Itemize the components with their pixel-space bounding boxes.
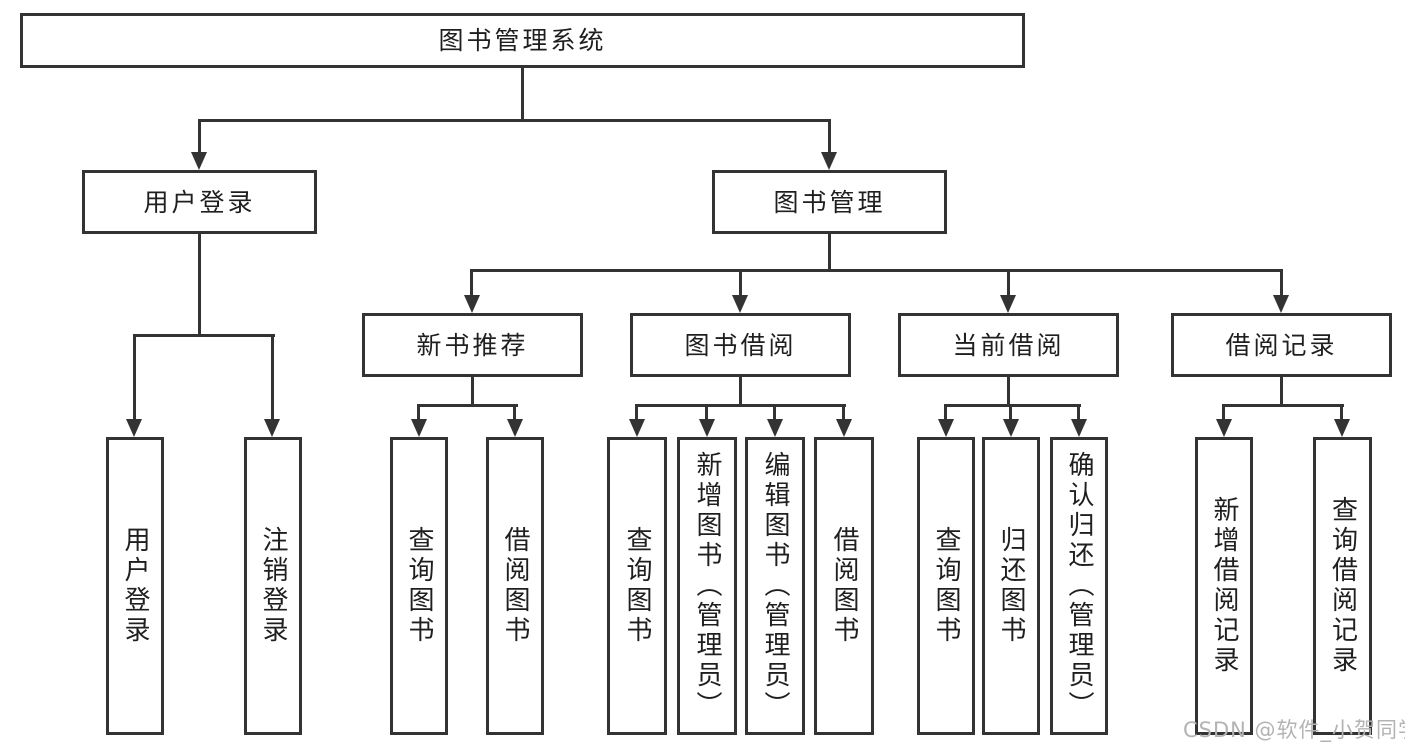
connector-line	[635, 404, 846, 407]
arrow-down-icon	[464, 295, 480, 313]
node-label: 当前借阅	[952, 330, 1065, 360]
connector-line	[739, 269, 742, 295]
node-book-management-label: 图书管理	[773, 187, 886, 217]
arrow-down-icon	[821, 152, 837, 170]
connector-line	[828, 119, 831, 152]
node-confirm-return-admin: 确认归还（管理员）	[1050, 437, 1108, 735]
node-return-books: 归还图书	[982, 437, 1040, 735]
arrow-down-icon	[732, 295, 748, 313]
node-add-books-admin: 新增图书（管理员）	[677, 437, 737, 735]
connector-line	[1340, 404, 1343, 419]
node-label: 编辑图书（管理员）	[760, 451, 790, 721]
node-borrow-books-borrowing: 借阅图书	[814, 437, 874, 735]
node-edit-books-admin: 编辑图书（管理员）	[745, 437, 805, 735]
connector-line	[705, 404, 708, 419]
connector-line	[773, 404, 776, 419]
arrow-down-icon	[126, 419, 142, 437]
node-query-books-recommend: 查询图书	[390, 437, 448, 735]
node-label: 借阅图书	[829, 526, 859, 646]
node-borrowing-records: 借阅记录	[1171, 313, 1392, 377]
arrow-down-icon	[191, 152, 207, 170]
connector-line	[470, 269, 1282, 272]
arrow-down-icon	[1071, 419, 1087, 437]
connector-line	[1222, 404, 1344, 407]
connector-line	[198, 119, 831, 122]
node-logout: 注销登录	[244, 437, 302, 735]
arrow-down-icon	[1216, 419, 1232, 437]
connector-line	[1077, 404, 1080, 419]
connector-line	[417, 404, 420, 419]
node-label: 查询图书	[404, 526, 434, 646]
watermark-text: CSDN @软件_小贺同学	[1183, 718, 1405, 742]
node-label: 查询图书	[931, 526, 961, 646]
node-label: 新增借阅记录	[1209, 496, 1239, 676]
connector-line	[271, 334, 274, 419]
node-book-management: 图书管理	[712, 170, 947, 234]
node-root: 图书管理系统	[20, 13, 1025, 68]
connector-line	[513, 404, 516, 419]
node-label: 新增图书（管理员）	[692, 451, 722, 721]
node-current-borrowing: 当前借阅	[898, 313, 1119, 377]
arrow-down-icon	[1003, 419, 1019, 437]
connector-line	[470, 269, 473, 295]
node-query-books-current: 查询图书	[917, 437, 975, 735]
connector-line	[1280, 269, 1283, 295]
node-label: 确认归还（管理员）	[1064, 451, 1094, 721]
connector-line	[1222, 404, 1225, 419]
connector-line	[417, 404, 518, 407]
node-user-login-label: 用户登录	[143, 187, 256, 217]
connector-line	[944, 404, 1081, 407]
node-label: 注销登录	[258, 526, 288, 646]
connector-line	[521, 68, 524, 122]
node-root-label: 图书管理系统	[438, 26, 607, 55]
arrow-down-icon	[1000, 295, 1016, 313]
connector-line	[1280, 377, 1283, 406]
arrow-down-icon	[836, 419, 852, 437]
arrow-down-icon	[507, 419, 523, 437]
arrow-down-icon	[938, 419, 954, 437]
node-label: 归还图书	[996, 526, 1026, 646]
node-new-book-recommendation: 新书推荐	[362, 313, 583, 377]
connector-line	[198, 119, 201, 152]
connector-line	[1007, 377, 1010, 406]
arrow-down-icon	[1334, 419, 1350, 437]
connector-line	[739, 377, 742, 406]
node-query-borrow-record: 查询借阅记录	[1313, 437, 1372, 735]
connector-line	[1009, 404, 1012, 419]
connector-line	[944, 404, 947, 419]
node-user-login-leaf: 用户登录	[106, 437, 164, 735]
connector-line	[1007, 269, 1010, 295]
node-user-login: 用户登录	[82, 170, 317, 234]
node-borrow-books-recommend: 借阅图书	[486, 437, 544, 735]
connector-line	[198, 234, 201, 337]
arrow-down-icon	[264, 419, 280, 437]
node-label: 查询图书	[622, 526, 652, 646]
node-label: 查询借阅记录	[1327, 496, 1358, 676]
connector-line	[133, 334, 136, 419]
arrow-down-icon	[699, 419, 715, 437]
connector-line	[828, 234, 831, 270]
arrow-down-icon	[1273, 295, 1289, 313]
node-label: 借阅图书	[500, 526, 530, 646]
connector-line	[635, 404, 638, 419]
node-label: 图书借阅	[684, 330, 797, 360]
connector-line	[471, 377, 474, 406]
connector-line	[842, 404, 845, 419]
node-book-borrowing: 图书借阅	[630, 313, 851, 377]
node-label: 用户登录	[120, 526, 150, 646]
arrow-down-icon	[767, 419, 783, 437]
node-add-borrow-record: 新增借阅记录	[1195, 437, 1253, 735]
arrow-down-icon	[411, 419, 427, 437]
node-label: 新书推荐	[416, 330, 529, 360]
node-query-books-borrowing: 查询图书	[607, 437, 667, 735]
connector-line	[133, 334, 275, 337]
node-label: 借阅记录	[1225, 330, 1338, 360]
arrow-down-icon	[629, 419, 645, 437]
